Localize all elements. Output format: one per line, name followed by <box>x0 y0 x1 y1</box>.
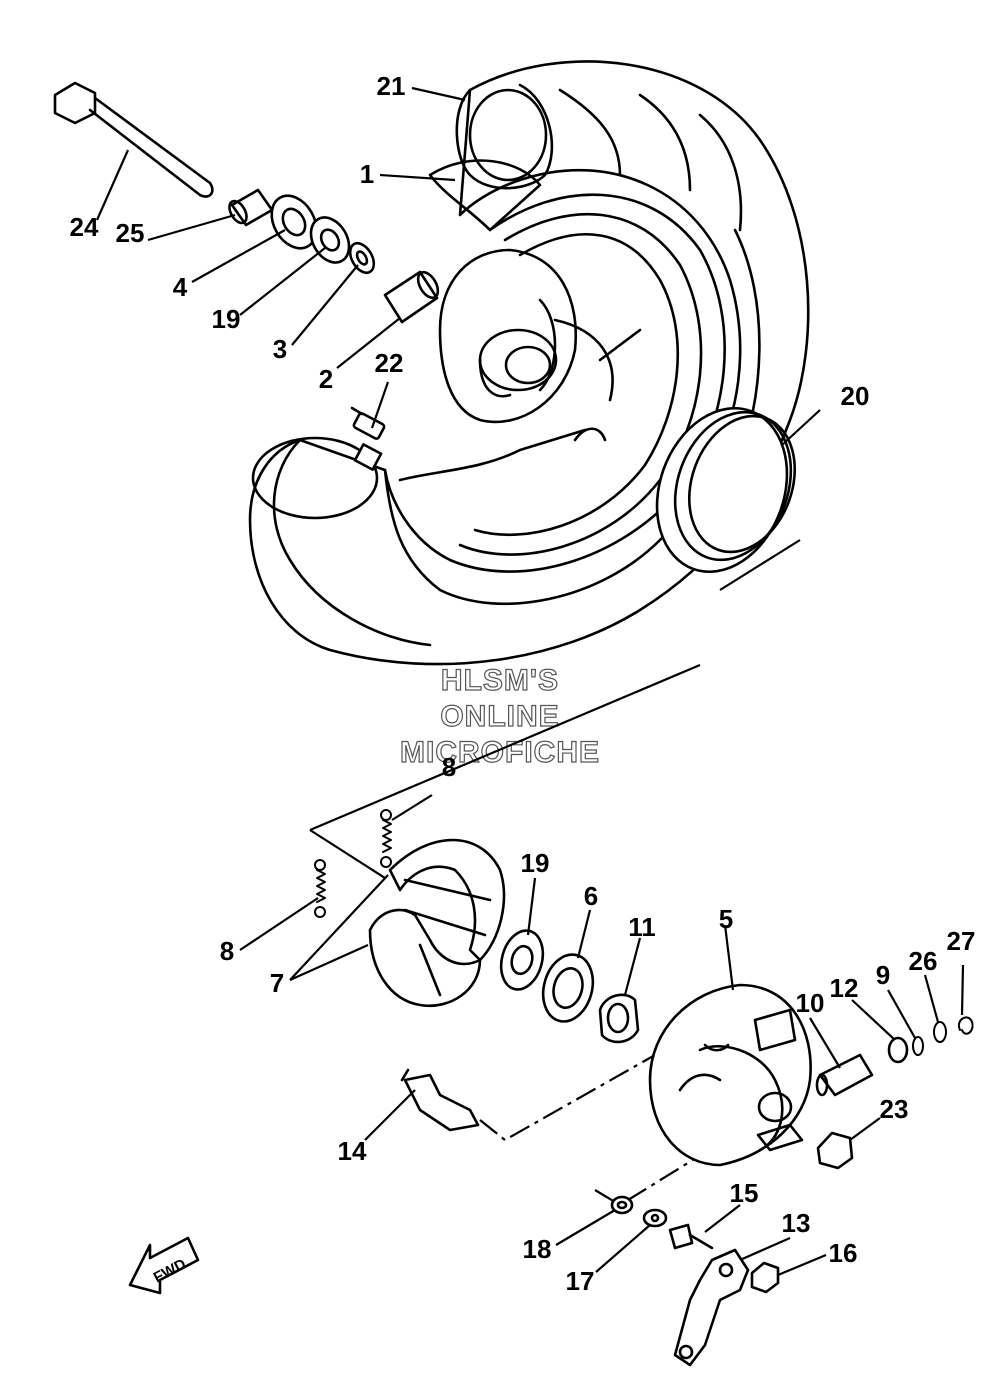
oil-seal-6 <box>541 953 595 1023</box>
watermark-line-3: MICROFICHE <box>400 736 600 769</box>
callout-18: 18 <box>523 1234 552 1264</box>
washer-12 <box>887 1036 909 1064</box>
cable-14 <box>400 1068 480 1132</box>
callout-9: 9 <box>876 960 890 990</box>
callout-10: 10 <box>796 988 825 1018</box>
washer-18 <box>610 1195 634 1215</box>
reference-line <box>309 663 701 832</box>
spacer-2 <box>383 270 440 324</box>
spring-8-lower <box>314 859 326 918</box>
bearing-4 <box>270 194 318 250</box>
callout-7: 7 <box>270 968 284 998</box>
axle-24 <box>53 81 214 198</box>
callout-19-upper: 19 <box>212 304 241 334</box>
callout-21: 21 <box>377 71 406 101</box>
collar-25 <box>228 188 274 227</box>
callout-12: 12 <box>830 973 859 1003</box>
callout-8-lower: 8 <box>220 936 234 966</box>
valve-stem-22 <box>350 406 386 471</box>
cam-shaft-10 <box>815 1053 874 1097</box>
callout-3: 3 <box>273 334 287 364</box>
reference-line <box>719 539 801 591</box>
callout-4: 4 <box>173 272 188 302</box>
callout-15: 15 <box>730 1178 759 1208</box>
washer-3 <box>348 241 376 275</box>
bolt-15 <box>668 1223 714 1250</box>
watermark-line-1: HLSM'S <box>441 664 559 697</box>
brake-shoes-7 <box>368 838 506 1008</box>
brake-arm-13 <box>673 1248 750 1367</box>
watermark: HLSM'S ONLINE MICROFICHE <box>399 663 600 769</box>
callout-26: 26 <box>909 946 938 976</box>
spring-8-upper <box>380 809 392 868</box>
nut-16 <box>750 1261 780 1294</box>
forward-arrow: FWD <box>128 1236 200 1295</box>
callout-numbers: 21 1 24 25 4 19 3 2 22 20 8 8 7 19 6 11 … <box>70 71 976 1296</box>
callout-6: 6 <box>584 881 598 911</box>
callout-5: 5 <box>719 904 733 934</box>
leader-lines <box>95 86 965 1277</box>
watermark-line-2: ONLINE <box>440 700 559 733</box>
callout-8-upper: 8 <box>442 752 456 782</box>
callout-24: 24 <box>70 212 99 242</box>
callout-13: 13 <box>782 1208 811 1238</box>
callout-20: 20 <box>841 381 870 411</box>
callout-2: 2 <box>319 364 333 394</box>
clip-9 <box>912 1036 924 1056</box>
clip-27 <box>957 1016 974 1035</box>
wheel-rim-1 <box>383 159 726 573</box>
callout-23: 23 <box>880 1094 909 1124</box>
callout-19-lower: 19 <box>521 848 550 878</box>
tire-21 <box>248 60 810 666</box>
callout-1: 1 <box>360 159 374 189</box>
callout-14: 14 <box>338 1136 367 1166</box>
oil-seal-19-lower <box>499 929 545 991</box>
callout-25: 25 <box>116 218 145 248</box>
brake-plate-5 <box>648 983 812 1167</box>
reference-line <box>479 1054 656 1142</box>
reference-line <box>309 829 386 879</box>
callout-27: 27 <box>947 926 976 956</box>
ring-26 <box>933 1021 947 1043</box>
callout-16: 16 <box>829 1238 858 1268</box>
gear-11 <box>598 993 640 1044</box>
callout-11: 11 <box>628 912 656 942</box>
callout-17: 17 <box>566 1266 595 1296</box>
nut-23 <box>816 1131 854 1170</box>
rim-band-20 <box>655 406 797 574</box>
indicator-17 <box>642 1208 668 1228</box>
callout-22: 22 <box>375 348 404 378</box>
